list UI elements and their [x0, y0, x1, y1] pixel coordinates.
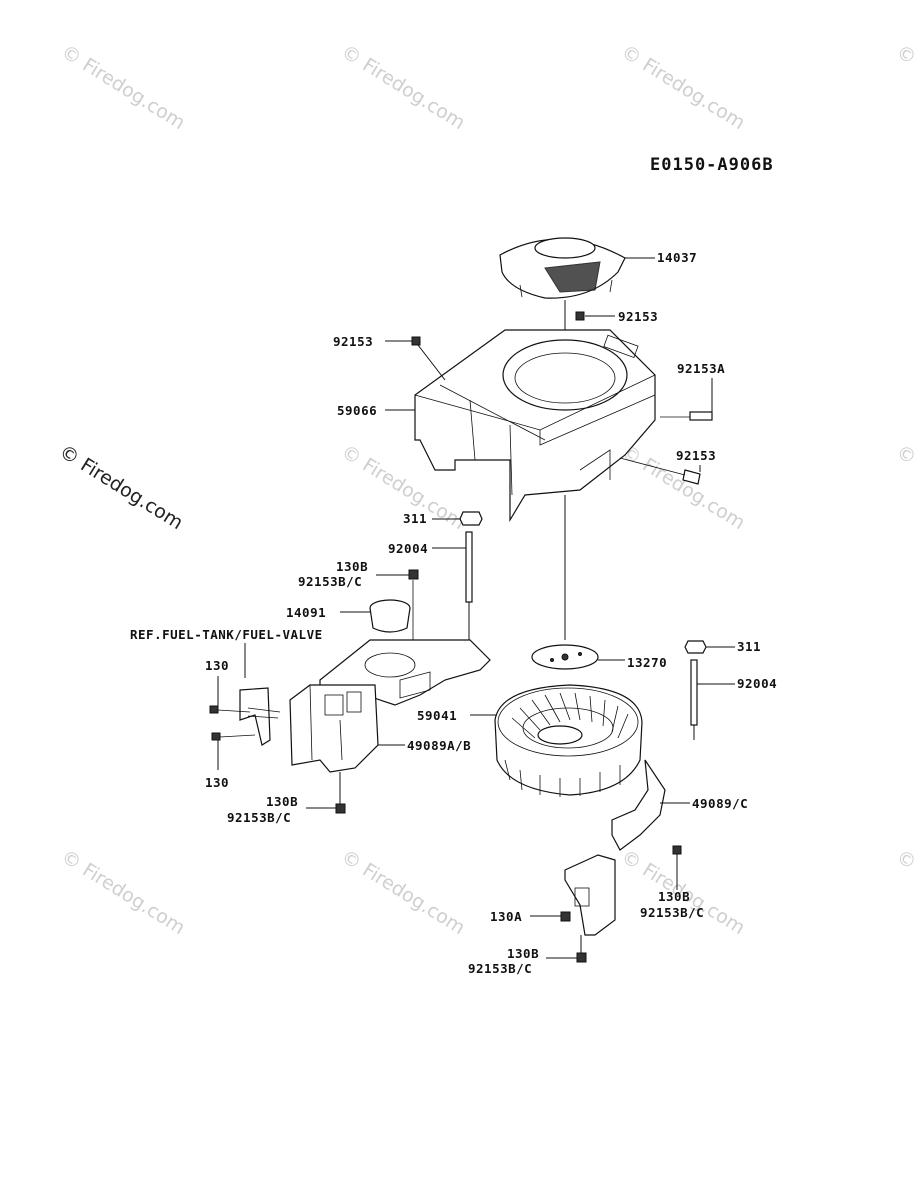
nut-311-right [684, 640, 707, 654]
part-13270-plate [531, 644, 599, 670]
part-label[interactable]: 92153A [677, 361, 725, 376]
part-label[interactable]: 92153B/C [298, 574, 362, 589]
watermark: © Firedog.com [337, 846, 468, 940]
part-59041-flywheel [494, 684, 643, 797]
part-label[interactable]: 59066 [337, 403, 377, 418]
part-label[interactable]: 92004 [737, 676, 777, 691]
part-label[interactable]: 130B [658, 889, 690, 904]
part-label[interactable]: 130B [507, 946, 539, 961]
part-label[interactable]: 92004 [388, 541, 428, 556]
part-label[interactable]: 130A [490, 909, 522, 924]
part-label[interactable]: 92153 [618, 309, 658, 324]
bolt-92153BC-2 [335, 803, 346, 814]
part-label[interactable]: 59041 [417, 708, 457, 723]
stud-92004-right [690, 659, 698, 726]
part-label[interactable]: REF.FUEL-TANK/FUEL-VALVE [130, 627, 323, 642]
part-label[interactable]: 311 [737, 639, 761, 654]
nut-311-left [459, 511, 483, 526]
part-label[interactable]: 130 [205, 775, 229, 790]
part-label[interactable]: 92153B/C [468, 961, 532, 976]
part-label[interactable]: 13270 [627, 655, 667, 670]
part-14091-ring [369, 599, 411, 633]
diagram-code: E0150-A906B [650, 155, 774, 175]
part-label[interactable]: 49089A/B [407, 738, 471, 753]
stud-92004-left [465, 531, 473, 603]
part-label[interactable]: 130B [336, 559, 368, 574]
watermark: © Firedog.com [617, 41, 748, 135]
part-label[interactable]: 92153B/C [640, 905, 704, 920]
watermark: © Firedog.com [892, 846, 917, 940]
bolt-92153-right [619, 457, 701, 485]
part-label[interactable]: 14037 [657, 250, 697, 265]
bolt-92153-left [411, 336, 421, 346]
bolt-92153A [660, 411, 713, 421]
part-label[interactable]: 92153 [333, 334, 373, 349]
part-49089AB-shroud [289, 684, 379, 773]
part-label[interactable]: 311 [403, 511, 427, 526]
part-label[interactable]: 49089/C [692, 796, 748, 811]
part-label[interactable]: 14091 [286, 605, 326, 620]
part-label[interactable]: 92153B/C [227, 810, 291, 825]
watermark: © Firedog.com [892, 441, 917, 535]
watermark-dark: © Firedog.com [55, 441, 186, 535]
watermark: © Firedog.com [337, 41, 468, 135]
bolt-92153BC-3 [672, 845, 682, 855]
watermark: © Firedog.com [57, 846, 188, 940]
part-label-group: 14037 92153 92153 92153A 59066 92153 311… [130, 250, 777, 976]
watermark: © Firedog.com [57, 41, 188, 135]
watermark: © Firedog.com [892, 41, 917, 135]
bolt-92153BC-4 [576, 952, 587, 963]
part-left-bracket [209, 687, 281, 746]
watermark-group: © Firedog.com © Firedog.com © Firedog.co… [55, 41, 917, 940]
part-14037-screen [499, 237, 626, 299]
part-59066-housing [414, 329, 656, 523]
part-label[interactable]: 130 [205, 658, 229, 673]
part-label[interactable]: 130B [266, 794, 298, 809]
part-label[interactable]: 92153 [676, 448, 716, 463]
bolt-130A [560, 911, 571, 922]
bolt-92153-top [575, 311, 585, 321]
